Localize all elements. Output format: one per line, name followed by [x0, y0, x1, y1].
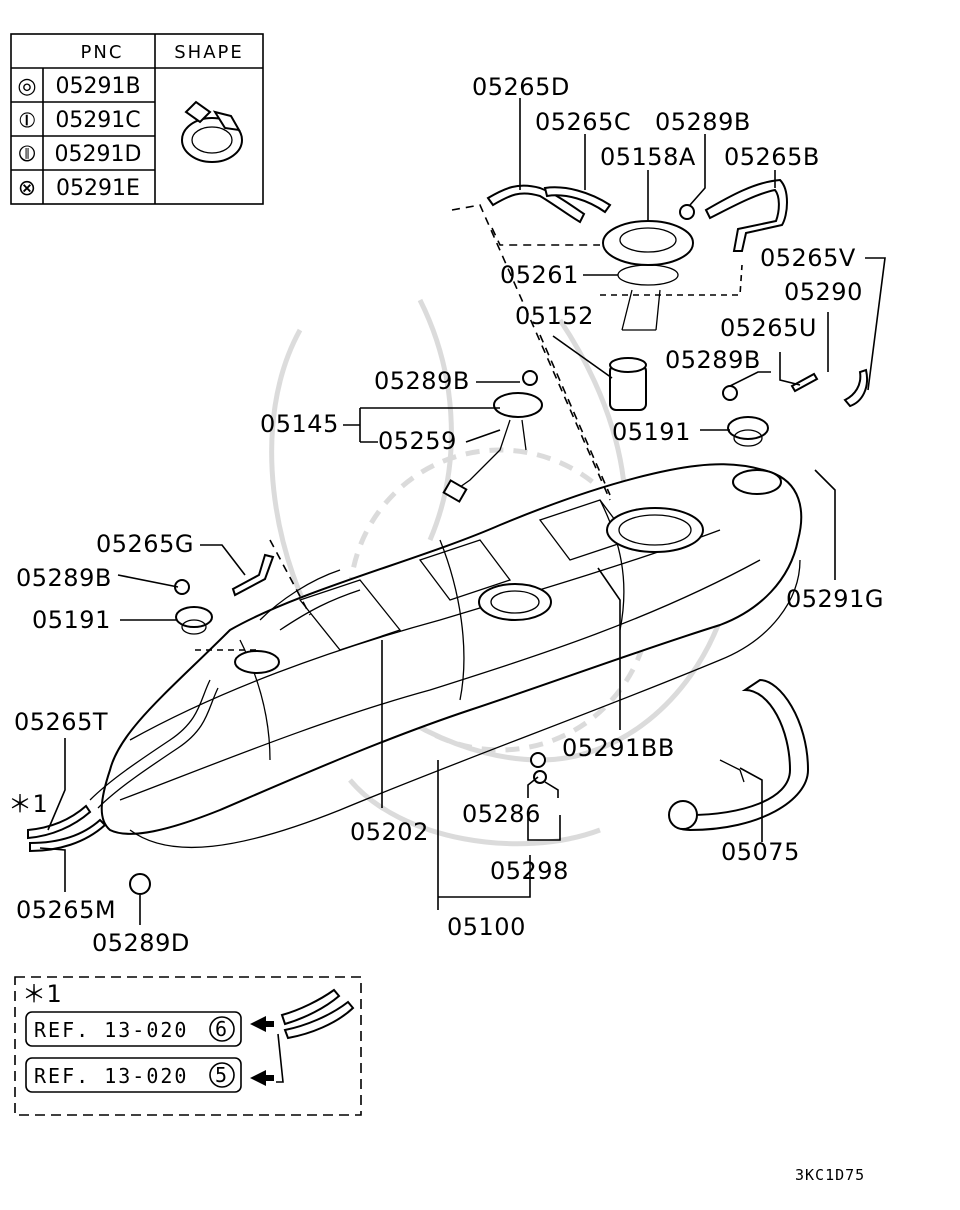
label-05075: 05075: [721, 838, 800, 866]
pnc-cell: 05291D: [55, 142, 142, 167]
fuel-tank: [89, 463, 803, 849]
label-05265T: 05265T: [14, 708, 108, 736]
label-05286: 05286: [462, 800, 541, 828]
label-05191-left: 05191: [32, 606, 111, 634]
label-05100: 05100: [447, 913, 526, 941]
shape-table: PNC SHAPE ◎ ⦶ ⦷ ⊗ 05291B 05291C 05291D 0…: [10, 33, 264, 205]
part-labels: 05265D 05265C 05289B 05158A 05265B 05265…: [8, 73, 884, 957]
label-05261: 05261: [500, 261, 579, 289]
clamp-symbol-icon: ⊗: [18, 176, 36, 201]
ref-circled-number: 6: [215, 1017, 229, 1041]
cap-05191-right: [727, 416, 769, 447]
label-05298: 05298: [490, 857, 569, 885]
label-05289B-mid: 05289B: [665, 346, 761, 374]
label-05290: 05290: [784, 278, 863, 306]
pnc-cell: 05291C: [55, 108, 140, 133]
arrow-left-icon: [250, 1070, 274, 1086]
label-05158A: 05158A: [600, 143, 696, 171]
filler-hose-05075: [668, 678, 810, 832]
label-05265U: 05265U: [720, 314, 817, 342]
label-05152: 05152: [515, 302, 594, 330]
hose-clamp-icon: [181, 100, 243, 163]
fuel-sender-05145: [442, 392, 543, 503]
label-05259: 05259: [378, 427, 457, 455]
clamp-symbol-icon: ⦶: [19, 108, 35, 133]
reference-inset: ＊1 REF. 13-020 6 REF. 13-020 5: [14, 976, 362, 1116]
label-05265D: 05265D: [472, 73, 570, 101]
label-05289B-low: 05289B: [16, 564, 112, 592]
ref-13-020-6: REF. 13-020: [34, 1018, 188, 1042]
pnc-cell: 05291E: [56, 176, 140, 201]
fuel-pump-assembly: [602, 220, 694, 411]
clamp-symbol-icon: ◎: [17, 74, 36, 99]
label-05265C: 05265C: [535, 108, 631, 136]
small-nuts: [129, 204, 738, 895]
label-05289B-top: 05289B: [655, 108, 751, 136]
leader-lines: [39, 98, 886, 925]
arrow-left-icon: [250, 1016, 274, 1032]
shape-header: SHAPE: [174, 42, 244, 63]
label-05145: 05145: [260, 410, 339, 438]
pnc-header: PNC: [81, 42, 124, 63]
inset-marker: ＊1: [22, 980, 62, 1008]
ref-13-020-5: REF. 13-020: [34, 1064, 188, 1088]
label-05202: 05202: [350, 818, 429, 846]
label-05291BB: 05291BB: [562, 734, 675, 762]
label-05265B: 05265B: [724, 143, 820, 171]
diagram-code: 3KC1D75: [795, 1166, 865, 1184]
label-05265M: 05265M: [16, 896, 116, 924]
label-star1: ＊1: [8, 790, 48, 818]
cap-05191-left: [175, 606, 213, 635]
label-05191-right: 05191: [612, 418, 691, 446]
clamp-symbol-icon: ⦷: [18, 142, 36, 167]
label-05265V: 05265V: [760, 244, 856, 272]
label-05289B-left: 05289B: [374, 367, 470, 395]
label-05289D: 05289D: [92, 929, 190, 957]
label-05291G: 05291G: [786, 585, 884, 613]
label-05265G: 05265G: [96, 530, 194, 558]
pnc-cell: 05291B: [55, 74, 140, 99]
ref-circled-number: 5: [215, 1063, 229, 1087]
